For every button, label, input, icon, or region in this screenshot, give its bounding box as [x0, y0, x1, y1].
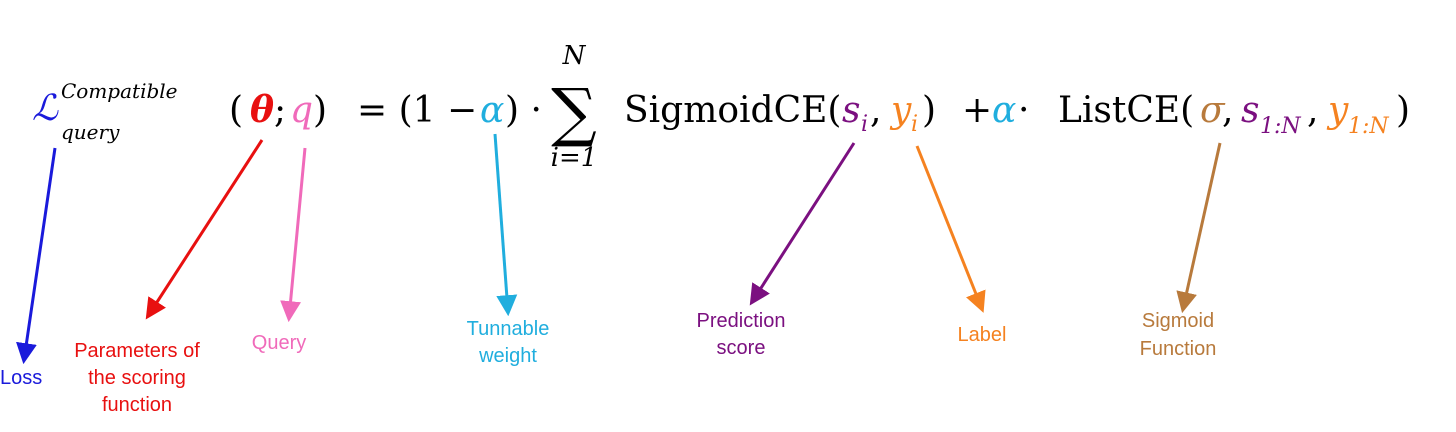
sigma-symbol: σ	[1200, 90, 1226, 131]
label-tunnable-line1: Tunnable	[467, 318, 550, 340]
label-label: Label	[958, 324, 1007, 346]
sum-lower-limit: i=1	[551, 143, 598, 173]
listce-open: ListCE(	[1058, 90, 1194, 131]
alpha-symbol-1: α	[480, 90, 504, 131]
arrows	[16, 133, 1222, 365]
sigmoidce-close: )	[922, 90, 936, 131]
label-arrow	[915, 145, 986, 313]
annotations: Loss Parameters of the scoring function …	[0, 310, 1216, 416]
label-prediction-line1: Prediction	[697, 310, 786, 332]
label-prediction-line2: score	[717, 337, 766, 359]
dot-2: ·	[1018, 90, 1029, 131]
s-i-subscript: i	[861, 112, 868, 137]
plus-sign: +	[962, 90, 992, 131]
close-paren-dot: ) ·	[505, 90, 542, 131]
theta-arrow	[145, 139, 264, 320]
label-sigmoid-line1: Sigmoid	[1142, 310, 1214, 332]
label-tunnable-line2: weight	[478, 345, 537, 367]
alpha-arrow	[493, 133, 518, 317]
alpha-symbol-2: α	[992, 90, 1016, 131]
sum-upper-limit: N	[562, 41, 587, 71]
s-1n-subscript: 1:N	[1260, 114, 1301, 139]
equals-one-minus: = (1 −	[357, 90, 477, 131]
score-arrow	[749, 142, 856, 306]
label-params-line2: the scoring	[88, 367, 186, 389]
comma-3: ,	[1307, 90, 1318, 131]
label-sigmoid-line2: Function	[1140, 338, 1217, 360]
label-params-line3: function	[102, 394, 172, 416]
q-symbol: q	[290, 90, 313, 131]
close-paren-1: )	[313, 90, 327, 131]
loss-superscript: Compatible	[61, 79, 178, 103]
loss-arrow	[16, 147, 57, 365]
y-i-base: y	[889, 90, 912, 131]
loss-symbol: ℒ	[32, 88, 59, 129]
label-loss: Loss	[0, 367, 42, 389]
equation: ℒ Compatible query ( θ ; q ) = (1 − α ) …	[32, 41, 1410, 173]
comma-1: ,	[870, 90, 881, 131]
comma-2: ,	[1222, 90, 1233, 131]
s-1n-base: s	[1241, 90, 1259, 131]
semicolon: ;	[274, 90, 286, 131]
open-paren-1: (	[229, 90, 243, 131]
loss-subscript: query	[61, 120, 120, 144]
label-query: Query	[252, 332, 306, 354]
y-1n-base: y	[1326, 90, 1349, 131]
y-i-subscript: i	[911, 112, 918, 137]
summation-symbol: ∑	[551, 76, 597, 150]
label-params-line1: Parameters of	[74, 340, 200, 362]
y-1n-subscript: 1:N	[1348, 114, 1389, 139]
s-i-base: s	[842, 90, 860, 131]
listce-close: )	[1396, 90, 1410, 131]
sigmoidce-open: SigmoidCE(	[624, 90, 841, 131]
sigmoid-arrow	[1176, 142, 1222, 314]
theta-symbol: θ	[250, 89, 274, 131]
query-arrow	[280, 147, 307, 323]
